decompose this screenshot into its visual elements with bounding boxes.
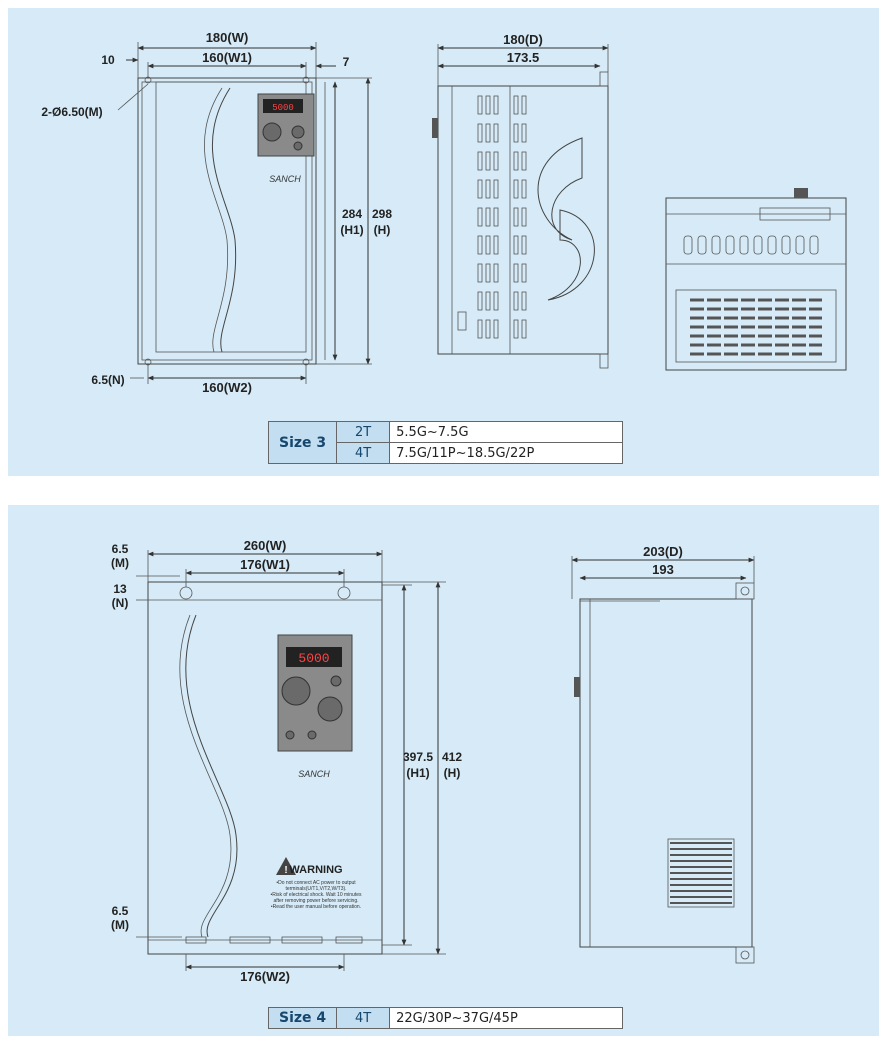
d1-label: 193 xyxy=(652,562,674,577)
m-top-name: (M) xyxy=(111,556,129,570)
w2-label: 176(W2) xyxy=(240,969,290,984)
size3-spec-table: Size 3 2T 5.5G~7.5G 4T 7.5G/11P~18.5G/22… xyxy=(267,421,624,464)
depth-label: 180(D) xyxy=(503,32,543,47)
w1-label: 160(W1) xyxy=(202,50,252,65)
size4-side-dimensions xyxy=(571,556,755,599)
power-range: 22G/30P~37G/45P xyxy=(389,1007,624,1029)
size-label: Size 4 xyxy=(267,1007,338,1029)
svg-text:!: ! xyxy=(284,865,287,876)
size3-side-dimensions xyxy=(437,44,609,86)
warning-line: •Do not connect AC power to output xyxy=(276,880,356,886)
h1-value: 284 xyxy=(342,207,362,221)
depth-label: 203(D) xyxy=(643,544,683,559)
warning-line: •Risk of electrical shock. Wait 10 minut… xyxy=(270,892,362,898)
size3-front-view xyxy=(137,76,317,366)
size4-front-view: ! xyxy=(147,581,383,955)
width-label: 260(W) xyxy=(244,538,287,553)
h-value: 412 xyxy=(442,750,462,764)
w1-label: 176(W1) xyxy=(240,557,290,572)
display-value: 5000 xyxy=(298,651,329,666)
brand-logo: SANCH xyxy=(269,174,301,184)
size3-front-dimensions xyxy=(117,42,372,384)
size3-side-view xyxy=(432,71,609,369)
size3-drawing: 180(W) 160(W1) 10 7 2-Ø6.50(M) 284 (H1) … xyxy=(41,30,847,395)
voltage-class: 2T xyxy=(336,421,391,443)
h-name: (H) xyxy=(444,766,461,780)
hole-label: 2-Ø6.50(M) xyxy=(41,105,102,119)
warning-title: WARNING xyxy=(289,864,342,876)
warning-icon xyxy=(276,857,296,875)
m-bottom-value: 6.5 xyxy=(112,904,129,918)
size-label: Size 3 xyxy=(267,421,338,464)
voltage-class: 4T xyxy=(336,1007,391,1029)
d1-label: 173.5 xyxy=(507,50,540,65)
size4-front-dimensions xyxy=(136,550,446,971)
n-name: (N) xyxy=(112,596,129,610)
voltage-class: 4T xyxy=(336,442,391,464)
mount-hole xyxy=(337,586,351,600)
n-label: 6.5(N) xyxy=(91,373,124,387)
mount-hole xyxy=(179,586,193,600)
size4-drawing: ! 260(W) 176(W1) 6.5 (M) 13 (N) 397.5 (H… xyxy=(111,538,755,984)
warning-line: after removing power before servicing. xyxy=(273,898,358,904)
m-top-value: 6.5 xyxy=(112,542,129,556)
size4-spec-table: Size 4 4T 22G/30P~37G/45P xyxy=(267,1007,624,1029)
warning-line: •Read the user manual before operation. xyxy=(271,904,361,910)
w2-label: 160(W2) xyxy=(202,380,252,395)
display-value: 5000 xyxy=(272,103,294,113)
width-label: 180(W) xyxy=(206,30,249,45)
size3-bottom-view xyxy=(665,188,847,371)
h1-name: (H1) xyxy=(406,766,429,780)
h1-value: 397.5 xyxy=(403,750,433,764)
n-value: 13 xyxy=(113,582,127,596)
display xyxy=(286,647,342,667)
h-value: 298 xyxy=(372,207,392,221)
brand-logo: SANCH xyxy=(298,769,330,779)
size4-side-view xyxy=(574,582,755,964)
right-offset-label: 7 xyxy=(343,55,350,69)
warning-line: terminals(U/T1,V/T2,W/T3). xyxy=(285,886,346,892)
h-name: (H) xyxy=(374,223,391,237)
power-range: 5.5G~7.5G xyxy=(389,421,624,443)
display xyxy=(263,99,303,113)
left-offset-label: 10 xyxy=(101,53,115,67)
m-bottom-name: (M) xyxy=(111,918,129,932)
power-range: 7.5G/11P~18.5G/22P xyxy=(389,442,624,464)
h1-name: (H1) xyxy=(340,223,363,237)
